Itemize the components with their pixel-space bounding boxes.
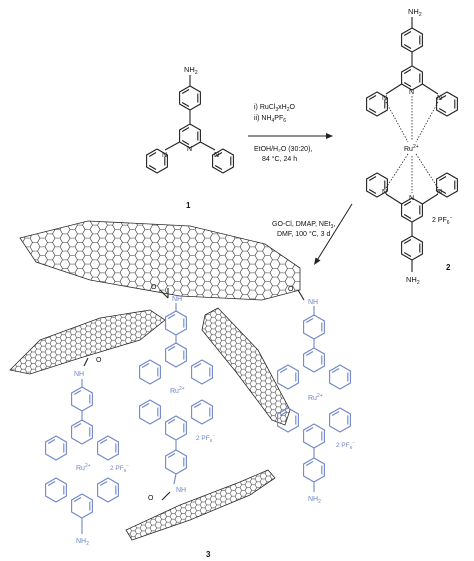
reaction-arrow-1: i) RuCl3xH2O ii) NH4PF6 EtOH/H₂O (30:20)… [248, 104, 333, 163]
compound-1-label: 1 [186, 201, 191, 210]
step2-conditions: DMF, 100 °C, 3 d [277, 230, 330, 238]
amide-o-left: O [96, 357, 102, 364]
ru-right-counterion: 2 PF6− [336, 440, 355, 450]
c2-bot-left-n: N [382, 189, 387, 196]
compound-1-structure: NH2 N N N 1 [146, 65, 234, 210]
c2-metal: Ru2+ [404, 144, 419, 153]
ru-complex-centre: Ru2+ 2 PF6− NH O [139, 303, 215, 502]
step1-reagent-2: ii) NH4PF6 [254, 115, 286, 124]
c2-top-left-n: N [382, 95, 387, 102]
amide-nh-top-left: NH [172, 296, 182, 303]
c2-top-central-n: N [409, 89, 414, 96]
reaction-arrow-2: GO-Cl, DMAP, NEt3, DMF, 100 °C, 3 d [272, 203, 353, 265]
compound-2-amine-bottom: NH2 [406, 275, 420, 286]
ru-centre-counterion: 2 PF6− [196, 433, 215, 443]
compound-1-amine-label: NH2 [184, 65, 198, 76]
graphene-ribbon-bottom [125, 469, 276, 541]
c2-top-right-n: N [437, 95, 442, 102]
c2-counterion: 2 PF6− [432, 215, 453, 226]
graphene-ribbon-middle [201, 307, 291, 426]
graphene-sheet-top [19, 220, 301, 301]
left-pyridine-n: N [162, 152, 167, 159]
step2-reagents: GO-Cl, DMAP, NEt3, [272, 221, 335, 230]
step1-conditions: 84 °C, 24 h [262, 155, 297, 163]
compound-3-label: 3 [206, 550, 211, 559]
compound-2-label: 2 [446, 263, 451, 272]
amide-links-top: O NH O NH [151, 284, 318, 306]
ru-right-metal: Ru2+ [308, 393, 323, 402]
compound-3-structure: O NH O NH O NH Ru2+ [9, 220, 355, 559]
ru-complex-right: Ru2+ 2 PF6− NH2 [277, 306, 355, 505]
step1-reagent-1: i) RuCl3xH2O [254, 104, 296, 113]
amide-o-top-left: O [151, 284, 157, 291]
right-pyridine-n: N [214, 152, 219, 159]
amide-o-centre: O [148, 495, 154, 502]
ru-left-counterion: 2 PF6− [110, 463, 129, 473]
amide-o-top-right: O [288, 286, 294, 293]
central-pyridine-n: N [187, 146, 192, 153]
compound-2-structure: NH2 N N N Ru2+ N N N NH2 2 [366, 7, 458, 286]
ru-centre-metal: Ru2+ [170, 386, 185, 395]
amine-left: NH2 [76, 538, 89, 547]
c2-bot-right-n: N [437, 189, 442, 196]
compound-2-amine-top: NH2 [408, 7, 422, 18]
amide-nh-centre: NH [176, 487, 186, 494]
amine-right: NH2 [308, 496, 321, 505]
amide-nh-top-right: NH [308, 299, 318, 306]
ru-left-metal: Ru2+ [76, 463, 91, 472]
ru-complex-left: O NH Ru2+ NH2 2 PF6− [45, 357, 129, 547]
amide-nh-left: NH [74, 371, 84, 378]
c2-bot-central-n: N [409, 195, 414, 202]
graphene-ribbon-left [9, 309, 166, 375]
step1-solvent: EtOH/H₂O (30:20), [254, 146, 312, 153]
